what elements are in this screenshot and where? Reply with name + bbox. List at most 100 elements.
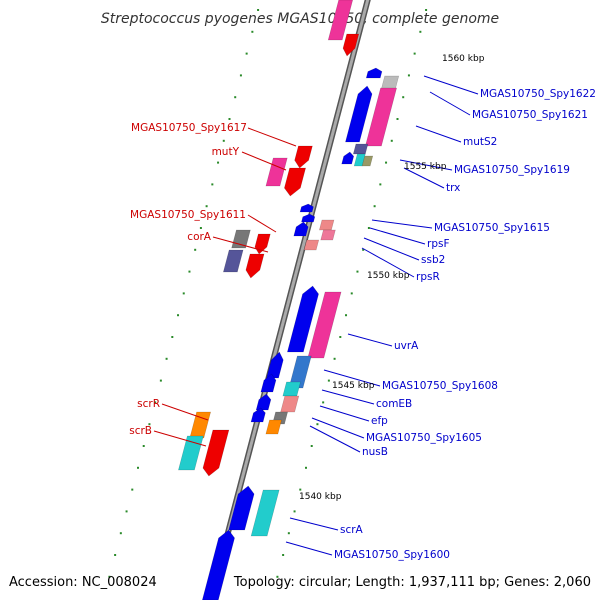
- gene-feature[interactable]: [361, 155, 374, 167]
- gene-label-scra[interactable]: scrA: [340, 524, 364, 536]
- tick-label-1560: 1560 kbp: [442, 54, 485, 64]
- gene-label-spy1621[interactable]: MGAS10750_Spy1621: [472, 109, 588, 121]
- gene-feature[interactable]: [231, 229, 251, 249]
- accession-text: Accession: NC_008024: [9, 575, 157, 590]
- leader-line: [429, 91, 471, 116]
- gene-shape: [282, 381, 301, 397]
- leader-line: [371, 219, 433, 229]
- gene-feature[interactable]: [255, 393, 272, 411]
- leader-line: [399, 159, 453, 171]
- gene-feature[interactable]: [345, 85, 374, 143]
- gene-label-spy1622[interactable]: MGAS10750_Spy1622: [480, 88, 596, 100]
- gene-feature[interactable]: [265, 157, 288, 187]
- leader-line: [247, 127, 297, 147]
- gene-feature[interactable]: [320, 229, 336, 241]
- leader-line: [212, 236, 269, 253]
- gene-label-scrr[interactable]: scrR: [137, 398, 160, 410]
- gene-feature[interactable]: [353, 153, 366, 167]
- gene-label-spy1619[interactable]: MGAS10750_Spy1619: [454, 164, 570, 176]
- leader-line: [289, 517, 339, 531]
- gene-feature[interactable]: [301, 213, 316, 223]
- gene-feature[interactable]: [303, 239, 320, 251]
- gene-label-spy1611[interactable]: MGAS10750_Spy1611: [130, 209, 246, 221]
- leader-line: [361, 247, 415, 278]
- leader-line: [323, 369, 381, 387]
- tick-label-1550: 1550 kbp: [367, 271, 410, 281]
- gene-label-trx[interactable]: trx: [446, 182, 460, 194]
- gene-feature[interactable]: [265, 419, 282, 435]
- gene-shape: [342, 33, 360, 57]
- gene-label-rpsf[interactable]: rpsF: [427, 238, 450, 250]
- gene-feature[interactable]: [282, 381, 301, 397]
- gene-shape: [231, 229, 251, 249]
- gene-label-scrb[interactable]: scrB: [129, 425, 152, 437]
- gene-feature[interactable]: [365, 67, 383, 79]
- gene-label-spy1617[interactable]: MGAS10750_Spy1617: [131, 122, 247, 134]
- gene-label-rpsr[interactable]: rpsR: [416, 271, 440, 283]
- gene-label-muts2[interactable]: mutS2: [463, 136, 497, 148]
- gene-feature[interactable]: [201, 429, 230, 477]
- gene-label-cora[interactable]: corA: [187, 231, 212, 243]
- gene-label-uvra[interactable]: uvrA: [394, 340, 419, 352]
- gene-label-efp[interactable]: efp: [371, 415, 388, 427]
- gene-feature[interactable]: [202, 529, 236, 600]
- gene-shape: [361, 155, 374, 167]
- gene-feature[interactable]: [223, 249, 244, 273]
- gene-feature[interactable]: [250, 407, 267, 423]
- gene-label-comeb[interactable]: comEB: [376, 398, 412, 410]
- gene-feature[interactable]: [260, 373, 278, 393]
- gene-feature[interactable]: [327, 0, 354, 41]
- gene-shape: [254, 233, 271, 255]
- gene-label-spy1608[interactable]: MGAS10750_Spy1608: [382, 380, 498, 392]
- gene-shape: [303, 239, 320, 251]
- gene-label-ssb2[interactable]: ssb2: [421, 254, 445, 266]
- gene-shape: [250, 407, 266, 423]
- gene-feature[interactable]: [288, 355, 312, 389]
- gene-shape: [280, 395, 300, 413]
- gene-feature[interactable]: [365, 87, 397, 147]
- gene-shape: [288, 355, 312, 389]
- gene-feature[interactable]: [282, 167, 306, 197]
- gene-feature[interactable]: [189, 411, 211, 439]
- gene-shape: [320, 229, 336, 241]
- gene-feature[interactable]: [253, 233, 271, 255]
- gene-feature[interactable]: [244, 253, 265, 279]
- gene-feature[interactable]: [299, 203, 314, 213]
- leader-line: [309, 425, 361, 453]
- gene-feature[interactable]: [307, 291, 342, 359]
- gene-feature[interactable]: [293, 145, 313, 169]
- gene-feature[interactable]: [341, 33, 360, 57]
- leader-line: [153, 430, 207, 447]
- gene-feature[interactable]: [178, 435, 204, 471]
- leader-line: [369, 227, 426, 245]
- leader-line: [347, 333, 393, 347]
- gene-shape: [284, 167, 306, 197]
- gene-feature[interactable]: [341, 151, 355, 165]
- gene-feature[interactable]: [280, 395, 300, 413]
- gene-shape: [352, 143, 369, 155]
- gene-feature[interactable]: [293, 221, 310, 237]
- gene-feature[interactable]: [250, 489, 280, 537]
- gene-label-spy1605[interactable]: MGAS10750_Spy1605: [366, 432, 482, 444]
- gene-shape: [327, 0, 354, 41]
- leader-line: [363, 237, 420, 261]
- gene-shape: [353, 153, 366, 167]
- gene-shape: [202, 529, 235, 600]
- leader-line: [423, 75, 479, 95]
- gene-feature[interactable]: [319, 219, 335, 231]
- gene-features: [178, 0, 400, 600]
- gene-label-spy1615[interactable]: MGAS10750_Spy1615: [434, 222, 550, 234]
- gene-shape: [319, 219, 335, 231]
- gene-shape: [189, 411, 211, 439]
- gene-shape: [260, 373, 277, 393]
- gene-label-nusb[interactable]: nusB: [362, 446, 388, 458]
- gene-feature[interactable]: [287, 285, 320, 353]
- gene-label-spy1600[interactable]: MGAS10750_Spy1600: [334, 549, 450, 561]
- gene-shape: [250, 489, 280, 537]
- tick-marks: [108, 9, 428, 578]
- gene-label-muty[interactable]: mutY: [212, 146, 240, 158]
- gene-feature[interactable]: [352, 143, 369, 155]
- gene-shape: [245, 253, 265, 279]
- leader-line: [161, 403, 209, 421]
- gene-feature[interactable]: [228, 485, 257, 531]
